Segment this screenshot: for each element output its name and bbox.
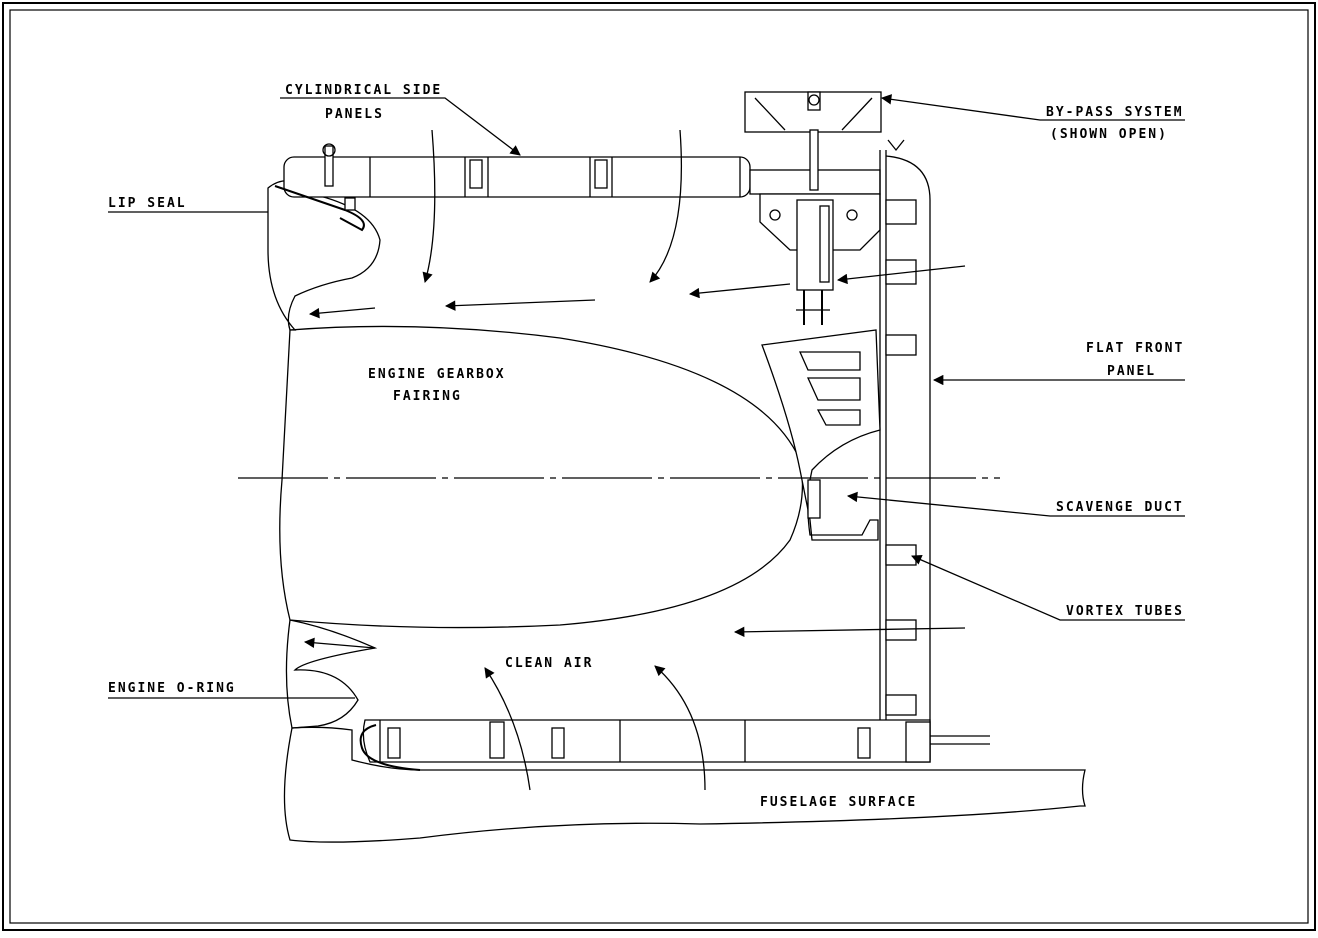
label-fuselage-surface: FUSELAGE SURFACE [760, 795, 917, 810]
bypass-actuator [796, 199, 834, 291]
label-engine-o-ring: ENGINE O-RING [108, 681, 236, 696]
flat-front-panel-outer [885, 155, 931, 760]
label-bypass-system-1: BY-PASS SYSTEM [1046, 105, 1184, 120]
label-vortex-tubes: VORTEX TUBES [1066, 604, 1184, 619]
fuselage-surface [283, 726, 1086, 843]
label-clean-air: CLEAN AIR [505, 656, 593, 671]
scavenge-duct [761, 329, 881, 541]
label-flat-front-panel-1: FLAT FRONT [1086, 341, 1184, 356]
label-scavenge-duct: SCAVENGE DUCT [1056, 500, 1184, 515]
label-flat-front-panel-2: PANEL [1107, 364, 1156, 379]
engine-gearbox-fairing [279, 325, 804, 629]
airflow-arrows [303, 129, 966, 791]
label-engine-gearbox-fairing-2: FAIRING [393, 389, 462, 404]
label-engine-gearbox-fairing-1: ENGINE GEARBOX [368, 367, 506, 382]
label-cylindrical-side-panels-1: CYLINDRICAL SIDE [285, 83, 442, 98]
label-bypass-system-2: (SHOWN OPEN) [1050, 127, 1168, 142]
flat-front-panel-inner [879, 150, 887, 760]
engine-o-ring-seal [359, 724, 421, 771]
vortex-tube [885, 544, 917, 566]
bottom-side-panel [362, 719, 931, 763]
label-cylindrical-side-panels-2: PANELS [325, 107, 384, 122]
label-lip-seal: LIP SEAL [108, 196, 187, 211]
lower-engine-structure [285, 619, 378, 729]
bypass-actuator-rod [809, 129, 819, 191]
inner-border [9, 9, 1309, 924]
leader-lines [108, 94, 1185, 699]
